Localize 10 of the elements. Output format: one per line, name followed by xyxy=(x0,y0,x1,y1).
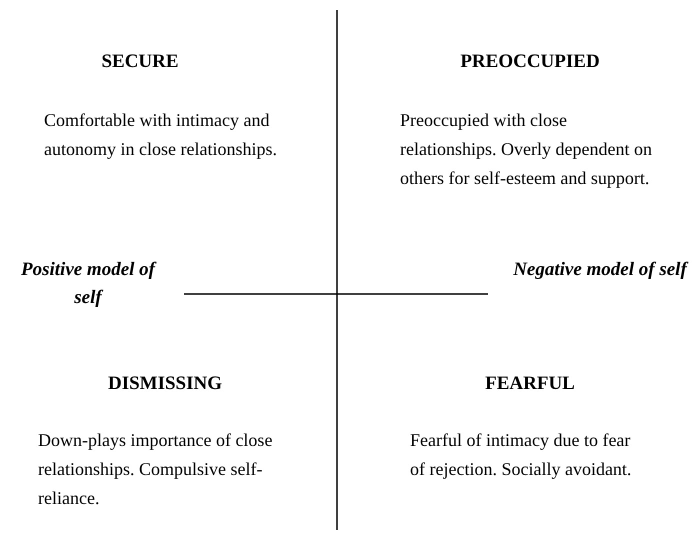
quadrant-title: DISMISSING xyxy=(106,372,224,396)
quadrant-title: PREOCCUPIED xyxy=(459,50,601,74)
quadrant-title: SECURE xyxy=(100,50,180,74)
quadrant-description: Preoccupied with close relationships. Overly dependent on others for self-esteem and support. xyxy=(400,109,653,190)
axis-label: Negative model of self xyxy=(512,258,690,282)
quadrant-description: Comfortable with intimacy and autonomy in close relationships. xyxy=(44,109,278,161)
axis-label: Positive model of self xyxy=(20,258,158,310)
quadrant-title: FEARFUL xyxy=(484,372,576,396)
quadrant-description: Down-plays importance of close relationships. Compulsive self-reliance. xyxy=(38,429,274,510)
quadrant-description: Fearful of intimacy due to fear of rejection. Socially avoidant. xyxy=(410,429,632,481)
